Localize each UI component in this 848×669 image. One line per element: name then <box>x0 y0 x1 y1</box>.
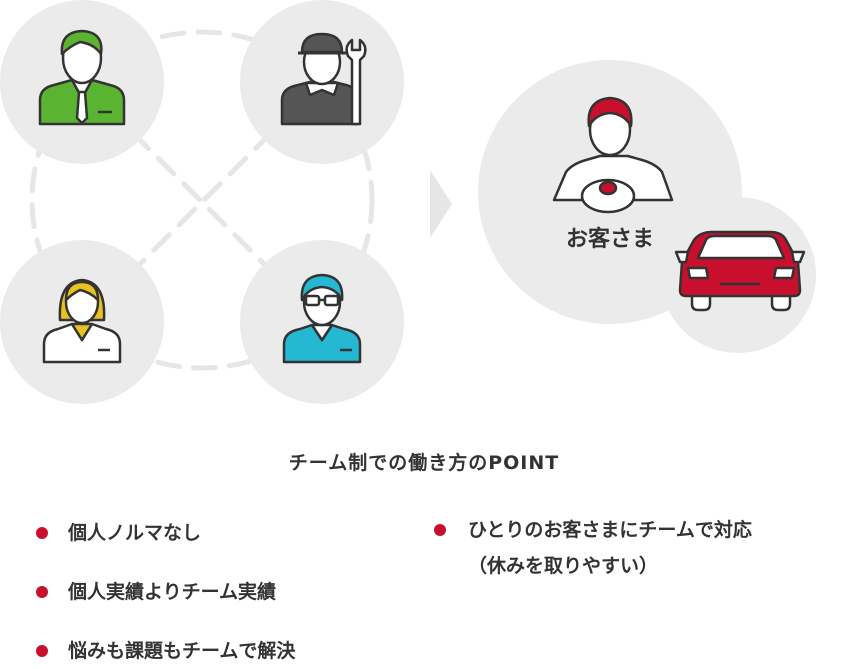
customer-driver-icon <box>552 96 674 214</box>
arrow-right-icon <box>430 170 452 238</box>
mechanic-icon <box>280 32 367 126</box>
technician-icon <box>282 273 362 364</box>
point-item-text: 悩みも課題もチームで解決 <box>68 640 296 662</box>
bullet-icon <box>434 524 446 536</box>
point-item-subtext: （休みを取りやすい） <box>468 555 659 577</box>
bullet-icon <box>36 586 48 598</box>
team-diagram: お客さま <box>0 0 816 404</box>
point-item-2: 個人実績よりチーム実績 <box>68 574 276 610</box>
bullet-icon <box>36 527 48 539</box>
customer-label: お客さま <box>566 226 654 252</box>
point-item-text: 個人ノルマなし <box>68 522 202 544</box>
point-item-text: 個人実績よりチーム実績 <box>68 581 277 603</box>
point-item-3: 悩みも課題もチームで解決 <box>68 633 295 669</box>
point-item-text: ひとりのお客さまにチームで対応 <box>468 519 752 541</box>
bullet-icon <box>36 645 48 657</box>
points-title: チーム制での働き方のPOINT <box>288 452 560 474</box>
salesperson-icon <box>38 29 126 126</box>
point-item-1: 個人ノルマなし <box>68 515 201 551</box>
front-staff-icon <box>42 278 122 364</box>
point-item-4: ひとりのお客さまにチームで対応 （休みを取りやすい） <box>468 512 752 584</box>
car-icon <box>674 230 806 312</box>
